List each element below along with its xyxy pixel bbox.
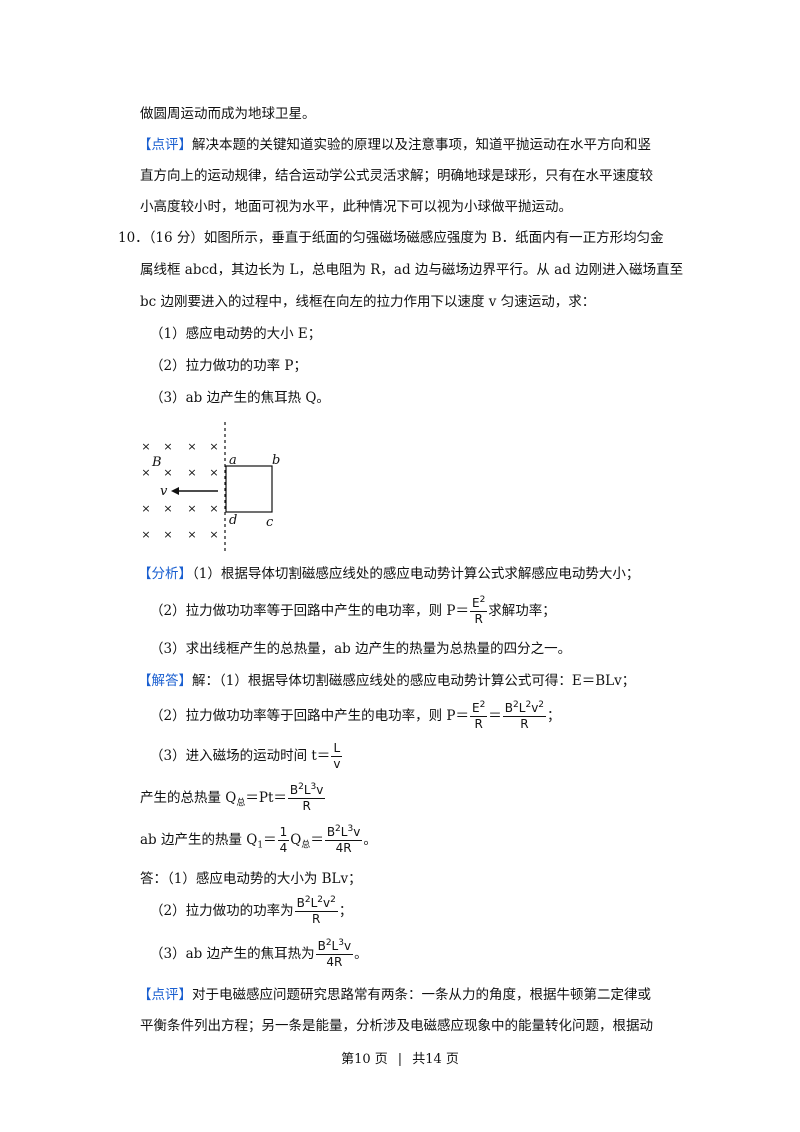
wire-frame: [225, 465, 273, 513]
label-c: c: [266, 515, 274, 530]
cross-mark: ×: [141, 440, 150, 453]
review-line-2: 平衡条件列出方程；另一条是能量，分析涉及电磁感应现象中的能量转化问题，根据动: [140, 1018, 653, 1034]
label-v: v: [160, 484, 168, 499]
label-a: a: [229, 453, 237, 468]
cross-mark: ×: [187, 502, 196, 515]
arrow-head: [171, 487, 179, 495]
answer-line-1: 答：（1）感应电动势的大小为 BLv；: [140, 871, 362, 887]
sub-question-2: （2）拉力做功的功率 P；: [150, 358, 307, 374]
cross-mark: ×: [163, 502, 172, 515]
cross-mark: ×: [163, 528, 172, 541]
text-line: 解：（1）根据导体切割磁感应线处的感应电动势计算公式可得：E＝BLv；: [192, 673, 636, 689]
text-line: 解决本题的关键知道实验的原理以及注意事项，知道平抛运动在水平方向和竖: [192, 137, 651, 153]
analysis-line-1: 【分析】（1）根据导体切割磁感应线处的感应电动势计算公式求解感应电动势大小；: [138, 565, 639, 583]
text-line: （16 分）如图所示，垂直于纸面的匀强磁场磁感应强度为 B．纸面内有一正方形均匀…: [148, 230, 664, 246]
page-number: 第10 页: [341, 1052, 388, 1067]
label-d: d: [229, 513, 237, 528]
text-line: 直方向上的运动规律，结合运动学公式灵活求解；明确地球是球形，只有在水平速度较: [140, 168, 653, 184]
magnetic-field-figure: × × × × × × × × × × × × × × × × B v a b …: [141, 422, 280, 552]
cross-mark: ×: [141, 528, 150, 541]
sub-question-3: （3）ab 边产生的焦耳热 Q。: [150, 390, 330, 406]
cross-mark: ×: [187, 440, 196, 453]
cross-mark: ×: [163, 440, 172, 453]
cross-mark: ×: [141, 502, 150, 515]
review-paragraph-1: 【点评】解决本题的关键知道实验的原理以及注意事项，知道平抛运动在水平方向和竖: [138, 136, 651, 154]
text-span: 求解功率；: [488, 603, 556, 619]
sub-question-1: （1）感应电动势的大小 E；: [150, 326, 322, 342]
total-pages: 共14 页: [412, 1052, 459, 1067]
cross-mark: ×: [163, 466, 172, 479]
label-b: b: [272, 453, 280, 468]
text-line: 做圆周运动而成为地球卫星。: [140, 106, 316, 122]
review-line-1: 【点评】对于电磁感应问题研究思路常有两条：一条从力的角度，根据牛顿第二定律或: [138, 986, 651, 1004]
text-line: 小高度较小时，地面可视为水平，此种情况下可以视为小球做平抛运动。: [140, 199, 572, 215]
text-line: （1）根据导体切割磁感应线处的感应电动势计算公式求解感应电动势大小；: [192, 566, 640, 582]
text-line: 对于电磁感应问题研究思路常有两条：一条从力的角度，根据牛顿第二定律或: [192, 987, 651, 1003]
cross-mark: ×: [141, 466, 150, 479]
footer-separator: |: [397, 1052, 403, 1067]
question-number: 10．: [118, 230, 149, 246]
label-B: B: [151, 455, 162, 470]
cross-mark: ×: [187, 466, 196, 479]
review-tag: 【点评】: [138, 137, 192, 153]
solution-line-1: 【解答】解：（1）根据导体切割磁感应线处的感应电动势计算公式可得：E＝BLv；: [138, 672, 635, 690]
question-10: 10．（16 分）如图所示，垂直于纸面的匀强磁场磁感应强度为 B．纸面内有一正方…: [118, 229, 664, 247]
review-tag: 【点评】: [138, 987, 192, 1003]
analysis-line-3: （3）求出线框产生的总热量，ab 边产生的热量为总热量的四分之一。: [150, 641, 572, 657]
cross-mark: ×: [209, 440, 218, 453]
cross-mark: ×: [209, 528, 218, 541]
text-line: bc 边刚要进入的过程中，线框在向左的拉力作用下以速度 v 匀速运动，求：: [140, 294, 596, 310]
cross-mark: ×: [209, 502, 218, 515]
cross-mark: ×: [187, 528, 196, 541]
cross-mark: ×: [209, 466, 218, 479]
page-footer: 第10 页 | 共14 页: [0, 1048, 800, 1067]
analysis-tag: 【分析】: [138, 566, 192, 582]
text-line: 属线框 abcd，其边长为 L，总电阻为 R，ad 边与磁场边界平行。从 ad …: [140, 262, 684, 278]
solution-tag: 【解答】: [138, 673, 192, 689]
text-span: （2）拉力做功功率等于回路中产生的电功率，则 P＝: [150, 603, 469, 619]
